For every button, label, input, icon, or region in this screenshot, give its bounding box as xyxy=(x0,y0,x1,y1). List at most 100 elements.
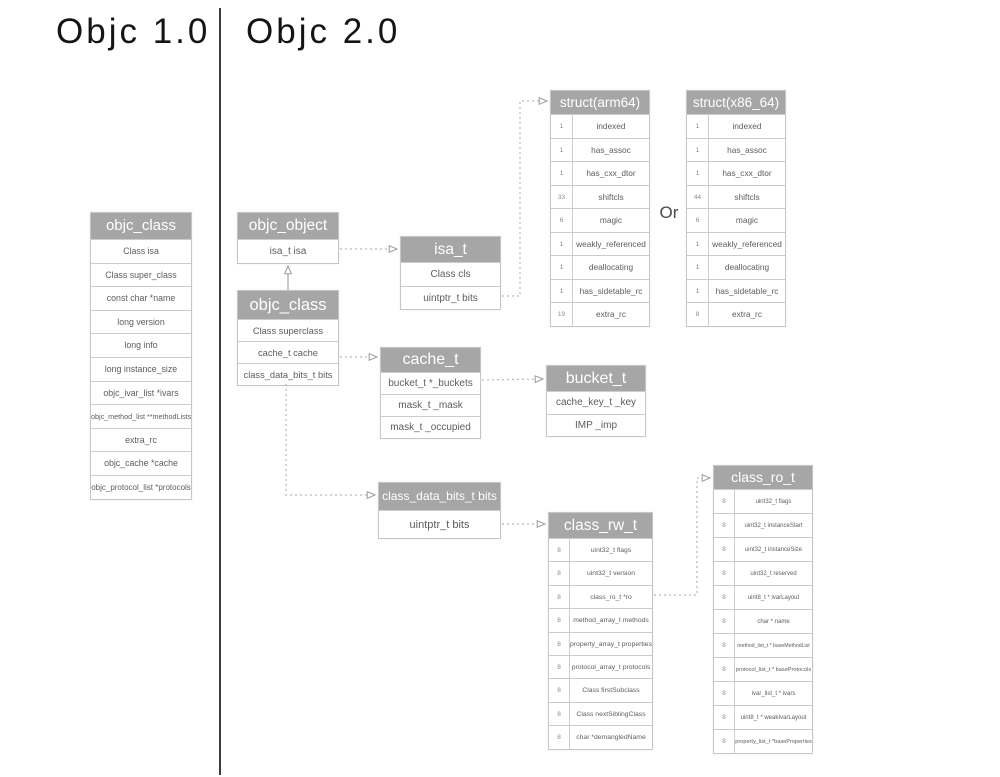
field-label: magic xyxy=(735,215,759,225)
field-label: property_array_t properties xyxy=(570,640,652,648)
field-label: Class cls xyxy=(401,262,500,286)
field-label: extra_rc xyxy=(596,309,626,319)
bit-count: 8 xyxy=(687,303,709,326)
field-label: indexed xyxy=(732,121,762,131)
bit-count: 1 xyxy=(687,232,709,255)
bit-count: 19 xyxy=(551,303,573,326)
bit-count: 8 xyxy=(549,702,570,726)
table-title: class_ro_t xyxy=(714,466,812,489)
bit-count: 1 xyxy=(551,162,573,185)
bit-count: 1 xyxy=(551,232,573,255)
bit-count: 1 xyxy=(687,115,709,138)
field-label: Class nextSiblingClass xyxy=(576,710,646,718)
field-label: uint32_t instanceSize xyxy=(744,547,803,553)
field-label: extra_rc xyxy=(91,427,191,452)
field-label: property_list_t *baseProperties xyxy=(735,739,812,745)
field-label: protocol_list_t * baseProtocols xyxy=(735,667,812,673)
bit-count: 8 xyxy=(549,655,570,679)
field-label: isa_t isa xyxy=(238,239,338,263)
field-label: weakly_referenced xyxy=(576,238,646,249)
bit-count: 1 xyxy=(551,138,573,161)
field-label: long instance_size xyxy=(91,356,191,381)
table-title: class_data_bits_t bits xyxy=(379,483,500,510)
bit-count: 8 xyxy=(714,706,735,729)
field-label: uint8_t * ivarLayout xyxy=(747,595,800,601)
field-label: uint32_t flags xyxy=(755,499,792,505)
field-label: has_cxx_dtor xyxy=(586,168,636,178)
field-label: cache_key_t _key xyxy=(547,391,645,414)
table-title: struct(arm64) xyxy=(551,91,649,114)
or-label: Or xyxy=(659,203,679,222)
table-title: struct(x86_64) xyxy=(687,91,785,114)
field-label: long info xyxy=(91,333,191,357)
bit-count: 8 xyxy=(714,682,735,705)
field-label: magic xyxy=(599,215,623,225)
field-label: uint32_t instanceStart xyxy=(744,523,803,529)
bit-count: 1 xyxy=(551,279,573,302)
field-label: deallocating xyxy=(724,262,770,272)
field-label: indexed xyxy=(596,121,626,131)
connector-class-to-class-data-bits xyxy=(285,384,375,495)
bit-count: 6 xyxy=(551,209,573,232)
connector-ro-to-class-ro-t xyxy=(654,478,710,596)
table-title: objc_class xyxy=(91,213,191,239)
field-label: Class superclass xyxy=(238,319,338,341)
field-label: Class firstSubclass xyxy=(582,687,640,695)
bit-count: 8 xyxy=(714,490,735,513)
table-title: objc_object xyxy=(238,213,338,239)
field-label: objc_protocol_list *protocols xyxy=(91,474,191,499)
bit-count: 8 xyxy=(714,634,735,657)
bit-count: 8 xyxy=(549,726,570,749)
bit-count: 8 xyxy=(549,539,570,562)
table-row: 1 has_cxx_dtor xyxy=(551,161,649,185)
field-label: IMP _imp xyxy=(547,413,645,436)
field-label: has_assoc xyxy=(727,144,767,155)
field-label: uintptr_t bits xyxy=(379,510,500,538)
field-label: Class isa xyxy=(91,239,191,263)
bit-count: 8 xyxy=(714,730,735,753)
bit-count: 8 xyxy=(549,679,570,702)
bit-count: 8 xyxy=(714,586,735,609)
bit-count: 33 xyxy=(551,185,573,208)
field-label: char *demangledName xyxy=(576,734,646,742)
field-label: method_array_t methods xyxy=(573,617,649,625)
table-row: 8 uint32_t flags xyxy=(549,538,652,562)
field-label: class_data_bits_t bits xyxy=(238,363,338,385)
connector-bits-to-struct-arm64 xyxy=(502,101,547,297)
field-label: objc_method_list **methodLists xyxy=(91,404,191,428)
bit-count: 8 xyxy=(549,562,570,585)
field-label: method_list_t * baseMethodList xyxy=(737,643,810,649)
field-label: uint32_t flags xyxy=(590,547,632,554)
field-label: objc_ivar_list *ivars xyxy=(91,380,191,405)
bit-count: 1 xyxy=(687,138,709,161)
table-title: isa_t xyxy=(401,237,500,262)
bit-count: 44 xyxy=(687,185,709,208)
field-label: uintptr_t bits xyxy=(401,285,500,309)
field-label: long version xyxy=(91,309,191,334)
field-label: cache_t cache xyxy=(238,341,338,363)
table-row: 6 magic xyxy=(551,208,649,232)
field-label: const char *name xyxy=(91,286,191,310)
bit-count: 8 xyxy=(549,609,570,632)
